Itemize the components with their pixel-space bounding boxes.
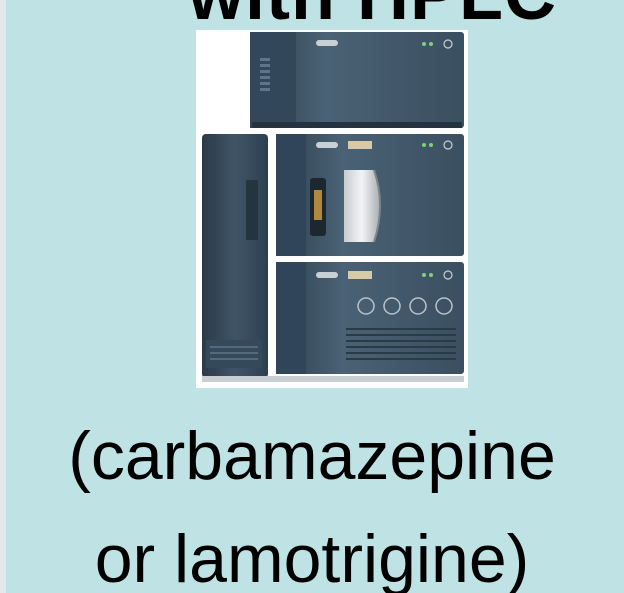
slide-left-edge (0, 0, 6, 593)
solvent-tower (202, 134, 268, 378)
bottom-module (276, 262, 464, 374)
caption-line-2: or lamotrigine) (94, 521, 530, 593)
hplc-instrument-image (196, 30, 468, 388)
caption-line-1: (carbamazepine (68, 418, 556, 494)
slide-title: with HPLC (188, 0, 557, 36)
top-module (250, 32, 464, 128)
middle-module (276, 134, 464, 256)
